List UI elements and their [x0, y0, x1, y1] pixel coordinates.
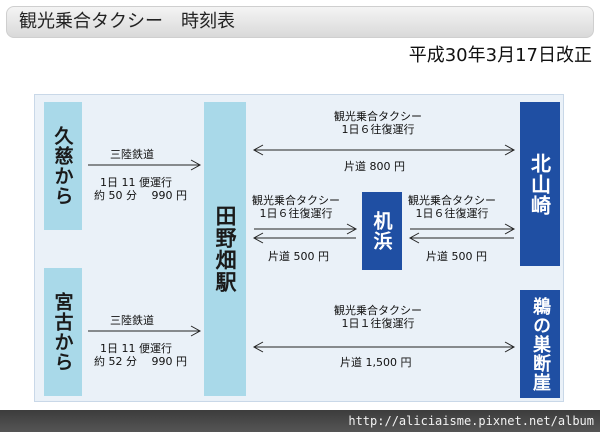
- kuji-rail-line: 三陸鉄道: [110, 148, 154, 161]
- kuji-rail-service: 1日 11 便運行: [100, 176, 172, 189]
- arrowhead-tsukue-left: [252, 232, 264, 244]
- route-diagram-panel: [34, 94, 564, 402]
- tsukue-left-taxi-info: 観光乗合タクシー 1日６往復運行: [252, 194, 340, 220]
- arrowhead-unosu-right: [504, 341, 516, 353]
- station-kitayamazaki-label: 北山崎: [527, 152, 552, 216]
- tsukue-right-taxi-service: 1日６往復運行: [415, 207, 489, 220]
- kitayamazaki-taxi-service: 1日６往復運行: [341, 123, 415, 136]
- unosu-taxi-name: 観光乗合タクシー: [334, 304, 422, 317]
- station-unosu-label: 鵜の巣断崖: [530, 296, 551, 392]
- tsukue-right-taxi-name: 観光乗合タクシー: [408, 194, 496, 207]
- miyako-rail-line: 三陸鉄道: [110, 314, 154, 327]
- station-tanohata-label: 田野畑駅: [213, 205, 237, 293]
- revision-date: 平成30年3月17日改正: [408, 45, 592, 66]
- station-kuji: 久慈から: [44, 102, 82, 230]
- arrowhead-kitayamazaki-left: [252, 144, 264, 156]
- miyako-rail-detail: 約 52 分 990 円: [94, 355, 187, 368]
- arrowhead-kuji-tanohata: [190, 159, 202, 171]
- station-tanohata: 田野畑駅: [204, 102, 246, 396]
- station-miyako: 宮古から: [44, 268, 82, 396]
- unosu-taxi-service: 1日１往復運行: [341, 317, 415, 330]
- kitayamazaki-taxi-info: 観光乗合タクシー 1日６往復運行: [334, 110, 422, 136]
- arrowhead-tsukue-right: [346, 223, 358, 235]
- miyako-rail-service: 1日 11 便運行: [100, 342, 172, 355]
- tsukue-left-taxi-name: 観光乗合タクシー: [252, 194, 340, 207]
- unosu-taxi-fare: 片道 1,500 円: [340, 356, 412, 369]
- miyako-rail-info: 1日 11 便運行 約 52 分 990 円: [94, 342, 187, 368]
- kuji-rail-detail: 約 50 分 990 円: [94, 189, 187, 202]
- tsukue-right-taxi-info: 観光乗合タクシー 1日６往復運行: [408, 194, 496, 220]
- arrowhead-unosu-left: [252, 341, 264, 353]
- kitayamazaki-taxi-name: 観光乗合タクシー: [334, 110, 422, 123]
- tsukue-left-taxi-fare: 片道 500 円: [268, 250, 329, 263]
- tsukue-right-taxi-fare: 片道 500 円: [426, 250, 487, 263]
- kitayamazaki-taxi-fare: 片道 800 円: [344, 160, 405, 173]
- station-tsukue-label: 机浜: [370, 211, 393, 251]
- arrowhead-tk-left: [408, 232, 420, 244]
- station-unosu: 鵜の巣断崖: [520, 290, 560, 398]
- station-tsukue: 机浜: [362, 192, 402, 270]
- unosu-taxi-info: 観光乗合タクシー 1日１往復運行: [334, 304, 422, 330]
- kuji-rail-info: 1日 11 便運行 約 50 分 990 円: [94, 176, 187, 202]
- watermark-url: http://aliciaisme.pixnet.net/album: [348, 414, 594, 428]
- watermark-bar: http://aliciaisme.pixnet.net/album: [0, 410, 600, 432]
- station-kuji-label: 久慈から: [51, 126, 74, 206]
- tsukue-left-taxi-service: 1日６往復運行: [259, 207, 333, 220]
- arrowhead-miyako-tanohata: [190, 325, 202, 337]
- station-kitayamazaki: 北山崎: [520, 102, 560, 266]
- arrowhead-tk-right: [504, 223, 516, 235]
- station-miyako-label: 宮古から: [51, 292, 74, 372]
- page-title: 観光乗合タクシー 時刻表: [6, 6, 594, 38]
